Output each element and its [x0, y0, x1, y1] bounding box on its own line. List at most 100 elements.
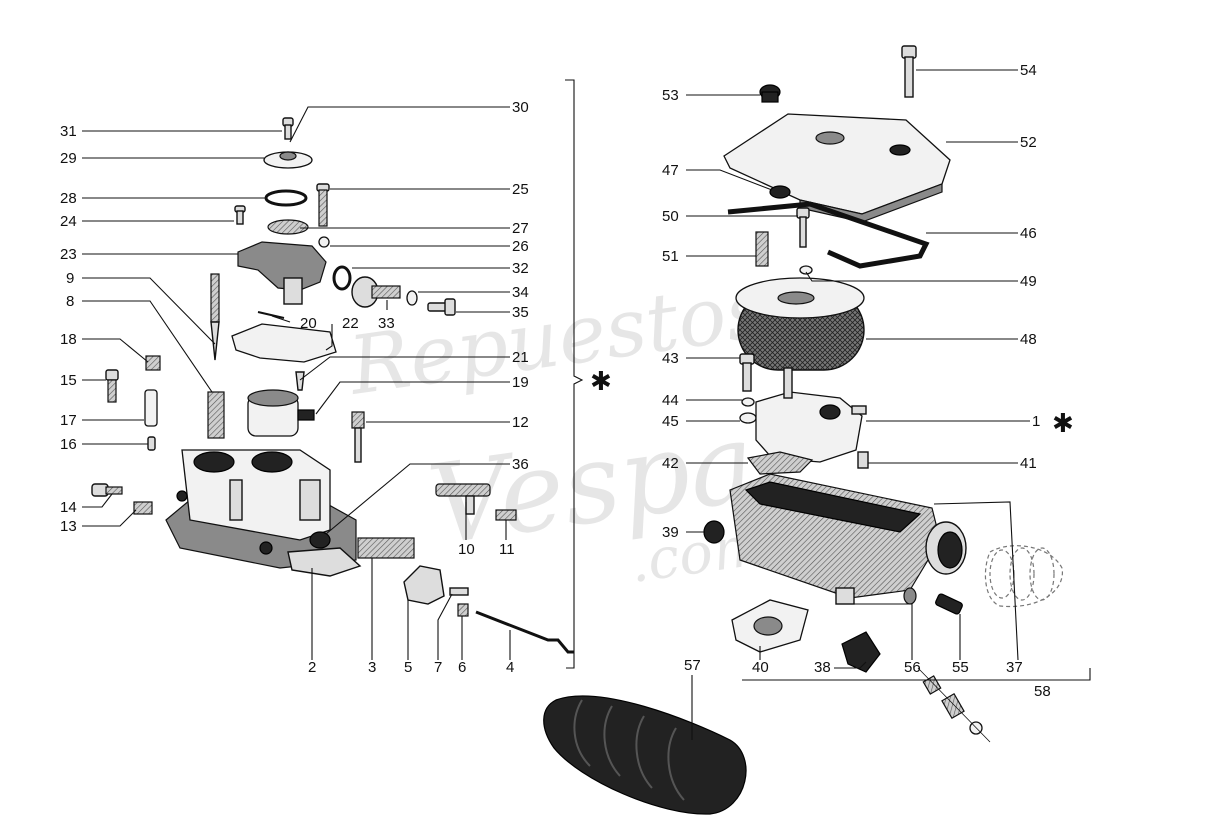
- callout-8: 8: [66, 293, 74, 310]
- callout-5: 5: [404, 659, 412, 676]
- part-jet-17: [144, 389, 158, 427]
- part-filter-48: [735, 277, 865, 371]
- callout-15: 15: [60, 372, 77, 389]
- part-gasket-42: [746, 451, 814, 475]
- callout-50: 50: [662, 208, 679, 225]
- callout-28: 28: [60, 190, 77, 207]
- callout-34: 34: [512, 284, 529, 301]
- callout-43: 43: [662, 350, 679, 367]
- part-oring-32: [332, 265, 352, 291]
- callout-20: 20: [300, 315, 317, 332]
- part-hose-57: [543, 695, 747, 815]
- part-airbox-37: [729, 473, 967, 605]
- part-washer-45: [739, 412, 757, 424]
- part-grommet-39: [703, 520, 725, 544]
- callout-42: 42: [662, 455, 679, 472]
- callout-26: 26: [512, 238, 529, 255]
- callout-7: 7: [434, 659, 442, 676]
- callout-47: 47: [662, 162, 679, 179]
- part-diaphragm-27: [267, 219, 309, 235]
- callout-10: 10: [458, 541, 475, 558]
- callout-23: 23: [60, 246, 77, 263]
- callout-35: 35: [512, 304, 529, 321]
- part-washer-44: [741, 397, 755, 407]
- callout-53: 53: [662, 87, 679, 104]
- part-seal-46: [727, 201, 930, 269]
- leader-lines: [82, 69, 1030, 740]
- callout-52: 52: [1020, 134, 1037, 151]
- callout-58: 58: [1034, 683, 1051, 700]
- group-brackets: [565, 79, 1091, 681]
- callout-1: 1: [1032, 413, 1040, 430]
- callout-39: 39: [662, 524, 679, 541]
- part-bolt-25: [316, 183, 330, 227]
- part-screw-31: [282, 117, 294, 140]
- part-bolt-50: [796, 207, 810, 248]
- callout-51: 51: [662, 248, 679, 265]
- part-gasket-22: [231, 323, 337, 363]
- part-washer-34: [406, 290, 418, 306]
- callout-33: 33: [378, 315, 395, 332]
- part-drain-58: [917, 667, 991, 743]
- callout-17: 17: [60, 412, 77, 429]
- watermark-line-1: Repuestos: [342, 262, 773, 413]
- callout-36: 36: [512, 456, 529, 473]
- part-screw-12: [351, 411, 365, 463]
- callout-22: 22: [342, 315, 359, 332]
- part-fitting-38: [841, 631, 881, 673]
- callout-32: 32: [512, 260, 529, 277]
- callout-40: 40: [752, 659, 769, 676]
- callout-18: 18: [60, 331, 77, 348]
- callout-labels: 31 29 28 24 23 9 8 18 15 17 16 14 13 30 …: [60, 62, 1051, 700]
- part-lever-10: [435, 483, 491, 515]
- callout-21: 21: [512, 349, 529, 366]
- callout-29: 29: [60, 150, 77, 167]
- callout-49: 49: [1020, 273, 1037, 290]
- right-group-marker: ✱: [1052, 409, 1074, 439]
- part-nut-6: [457, 603, 469, 617]
- callout-9: 9: [66, 270, 74, 287]
- part-cam-5: [403, 565, 445, 605]
- part-carburetor-1: [755, 367, 867, 463]
- callout-19: 19: [512, 374, 529, 391]
- part-rod-4: [475, 610, 574, 654]
- part-spring-13: [133, 501, 153, 515]
- callout-31: 31: [60, 123, 77, 140]
- callout-25: 25: [512, 181, 529, 198]
- callout-45: 45: [662, 413, 679, 430]
- callout-57: 57: [684, 657, 701, 674]
- callout-11: 11: [499, 541, 515, 558]
- callout-56: 56: [904, 659, 921, 676]
- callout-14: 14: [60, 499, 77, 516]
- callout-30: 30: [512, 99, 529, 116]
- part-screw-24: [234, 205, 246, 225]
- part-bolt-54: [901, 45, 917, 98]
- callout-3: 3: [368, 659, 376, 676]
- callout-37: 37: [1006, 659, 1023, 676]
- part-screw-14: [91, 483, 123, 497]
- part-plug-53: [759, 84, 781, 103]
- part-gasket-40: [731, 599, 809, 653]
- callout-24: 24: [60, 213, 77, 230]
- right-assembly: [543, 45, 1063, 815]
- callout-27: 27: [512, 220, 529, 237]
- part-flange-2: [287, 547, 362, 577]
- part-jet-21: [295, 371, 305, 391]
- callout-55: 55: [952, 659, 969, 676]
- part-screw-11: [495, 509, 517, 521]
- callout-54: 54: [1020, 62, 1037, 79]
- callout-6: 6: [458, 659, 466, 676]
- part-needle-9: [210, 273, 220, 361]
- callout-48: 48: [1020, 331, 1037, 348]
- callout-38: 38: [814, 659, 831, 676]
- part-spring-3: [357, 537, 415, 559]
- part-nut-47: [769, 185, 791, 199]
- callout-41: 41: [1020, 455, 1037, 472]
- part-cover-23: [237, 241, 327, 291]
- callout-13: 13: [60, 518, 77, 535]
- part-nut-18: [145, 355, 161, 371]
- callout-2: 2: [308, 659, 316, 676]
- part-jet-16: [147, 436, 156, 451]
- part-oring-28: [264, 189, 308, 207]
- part-screw-7: [449, 587, 469, 596]
